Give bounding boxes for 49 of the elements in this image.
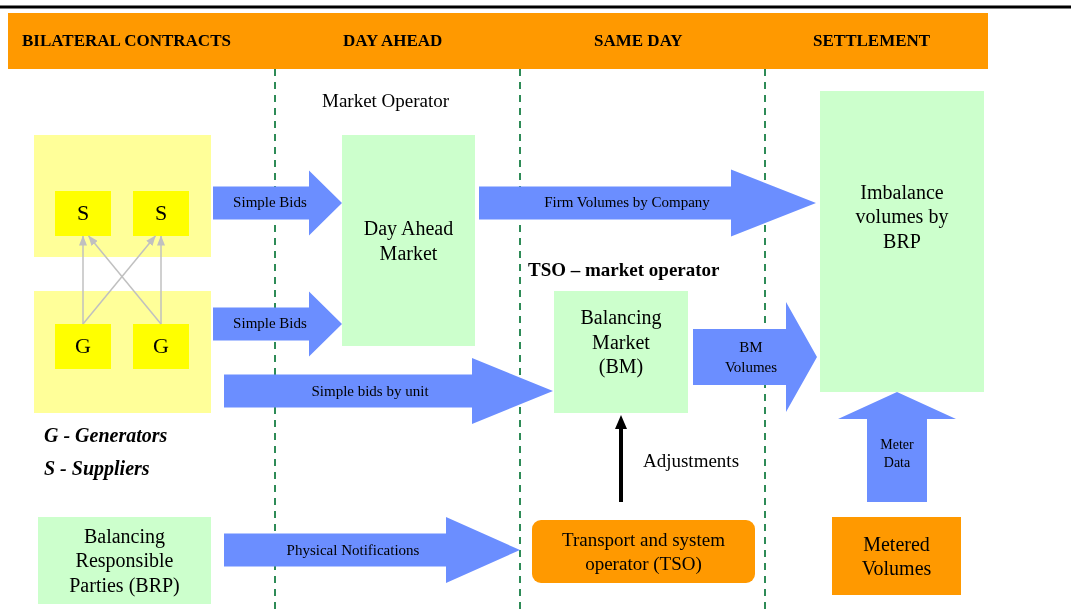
node-label: Balancing Responsible Parties (BRP) (68, 523, 181, 598)
node-label: S (76, 200, 90, 227)
supplier-box (55, 191, 111, 236)
edge-label: BM Volumes (723, 337, 779, 376)
party-box (38, 517, 211, 604)
legend-note: S - Suppliers (44, 457, 150, 480)
group-heading: Market Operator (322, 90, 450, 112)
edge-label: Firm Volumes by Company (544, 193, 710, 213)
market-box (342, 135, 475, 346)
block-arrow (224, 517, 520, 583)
header-band (8, 13, 988, 69)
generator-box (55, 324, 111, 369)
arrow (79, 235, 87, 325)
node-label: Day Ahead Market (362, 216, 455, 265)
group-box (34, 291, 211, 413)
edge-label: Simple bids by unit (311, 382, 429, 402)
metered-box (832, 517, 961, 595)
node-label: Balancing Market (BM) (579, 305, 663, 379)
supplier-box (133, 191, 189, 236)
arrow (157, 235, 165, 325)
edge-label: Simple Bids (233, 314, 307, 334)
phase-heading: SAME DAY (594, 30, 683, 52)
edge-label: Simple Bids (233, 193, 307, 213)
legend-note: G - Generators (44, 424, 168, 447)
node-label: Imbalance volumes by BRP (854, 179, 950, 254)
node-label: G (75, 333, 91, 360)
block-arrow (838, 392, 956, 502)
block-arrow (213, 291, 342, 357)
group-heading: TSO – market operator (528, 259, 720, 281)
phase-heading: DAY AHEAD (343, 30, 443, 52)
generator-box (133, 324, 189, 369)
block-arrow (224, 358, 553, 424)
block-arrow (693, 302, 817, 412)
block-arrow (213, 170, 342, 236)
node-label: S (154, 200, 168, 227)
group-box (34, 135, 211, 257)
node-label: Transport and system operator (TSO) (561, 528, 726, 575)
edge-label: Meter Data (879, 435, 915, 472)
market-box (554, 291, 688, 413)
block-arrow (479, 169, 816, 237)
edge-label: Adjustments (642, 448, 740, 473)
node-label: Metered Volumes (860, 531, 933, 581)
phase-heading: BILATERAL CONTRACTS (22, 30, 231, 52)
settlement-box (820, 91, 984, 392)
node-label: G (153, 333, 169, 360)
edge-label: Physical Notifications (286, 541, 420, 561)
operator-box (532, 520, 755, 583)
arrow (615, 415, 627, 502)
phase-heading: SETTLEMENT (813, 30, 931, 52)
